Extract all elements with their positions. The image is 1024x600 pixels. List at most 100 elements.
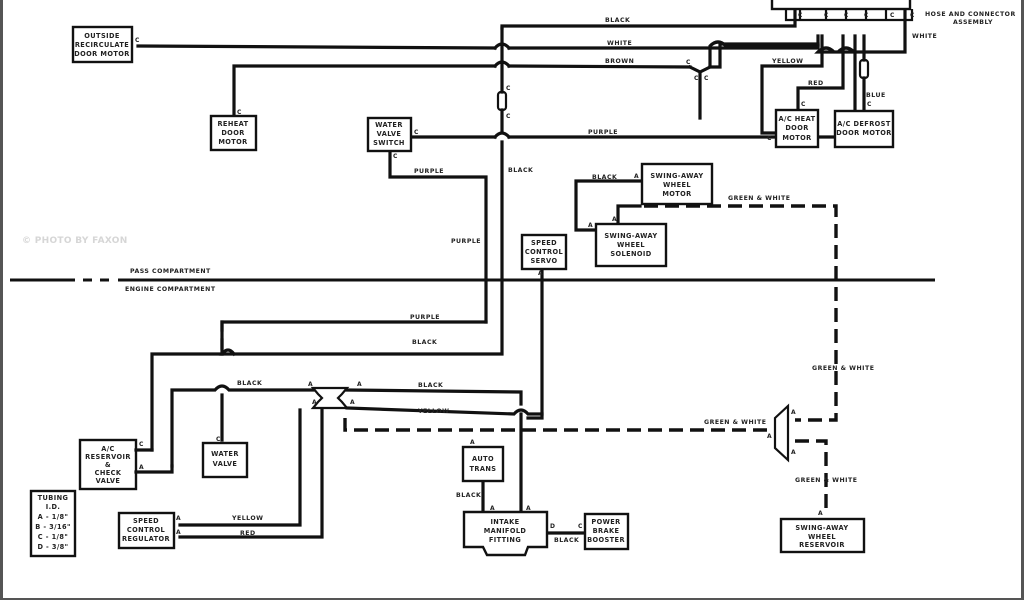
svg-text:SPEED: SPEED <box>531 239 557 247</box>
svg-text:ASSEMBLY: ASSEMBLY <box>953 19 993 26</box>
hose-solenoid-up <box>616 204 642 224</box>
label-white-right: WHITE <box>912 33 937 40</box>
svg-text:SERVO: SERVO <box>531 257 558 265</box>
svg-text:C: C <box>704 75 709 82</box>
svg-text:OUTSIDE: OUTSIDE <box>84 32 120 40</box>
label-black-center: BLACK <box>418 382 443 389</box>
component-water-valve: WATER VALVE <box>201 441 249 479</box>
hose-servo <box>526 268 544 420</box>
svg-text:WHEEL: WHEEL <box>808 533 836 541</box>
svg-text:C: C <box>694 75 699 82</box>
hoses <box>136 8 907 539</box>
hose-color-labels: BLACK WHITE BROWN PURPLE WHITE YELLOW RE… <box>231 17 937 544</box>
svg-text:I.D.: I.D. <box>46 503 61 511</box>
svg-text:A: A <box>357 381 362 388</box>
label-black-auto: BLACK <box>456 492 481 499</box>
label-purple-top: PURPLE <box>588 129 618 136</box>
label-black-left: BLACK <box>237 380 262 387</box>
component-reheat-door-motor: REHEAT DOOR MOTOR <box>209 114 258 152</box>
svg-text:CONTROL: CONTROL <box>525 248 564 256</box>
svg-text:C: C <box>393 153 398 160</box>
svg-text:&: & <box>105 461 111 469</box>
t-fitting <box>687 40 820 120</box>
tubing-id-legend: TUBING I.D. A - 1/8" B - 3/16" C - 1/8" … <box>29 489 77 558</box>
svg-text:A: A <box>176 529 181 536</box>
cross-fitting <box>310 386 350 410</box>
label-purple-eng: PURPLE <box>410 314 440 321</box>
component-outside-recirculate-door-motor: OUTSIDE RECIRCULATE DOOR MOTOR <box>71 25 134 64</box>
hose-black-left <box>170 384 315 468</box>
hose-red-reg <box>178 408 324 539</box>
svg-text:C: C <box>506 113 511 120</box>
svg-text:C: C <box>864 12 869 19</box>
svg-text:WHEEL: WHEEL <box>617 241 645 249</box>
svg-text:TUBING: TUBING <box>38 494 69 502</box>
compartment-divider: PASS COMPARTMENT ENGINE COMPARTMENT <box>10 268 935 293</box>
svg-text:CONTROL: CONTROL <box>127 526 166 534</box>
hose-white-top <box>136 34 820 50</box>
component-hose-connector-assembly: C C C C C C HOSE AND CONNECTOR ASSEMBLY <box>770 0 1015 26</box>
label-purple-mid2: PURPLE <box>451 238 481 245</box>
svg-text:A: A <box>791 409 796 416</box>
svg-text:DOOR: DOOR <box>785 124 808 132</box>
component-ac-heat-door-motor: A/C HEAT DOOR MOTOR <box>774 108 820 149</box>
svg-text:AUTO: AUTO <box>472 455 494 463</box>
svg-text:DOOR MOTOR: DOOR MOTOR <box>836 129 891 137</box>
label-yellow-top: YELLOW <box>771 58 803 65</box>
label-blue: BLUE <box>866 92 886 99</box>
svg-text:POWER: POWER <box>591 518 620 526</box>
inline-fitting-blue <box>858 58 870 80</box>
svg-text:RESERVOIR: RESERVOIR <box>799 541 845 549</box>
label-black-mid: BLACK <box>508 167 533 174</box>
svg-text:C: C <box>139 441 144 448</box>
component-power-brake-booster: POWER BRAKE BOOSTER <box>583 512 630 551</box>
label-red-reg: RED <box>240 530 256 537</box>
svg-text:SWING-AWAY: SWING-AWAY <box>650 172 703 180</box>
svg-text:SWING-AWAY: SWING-AWAY <box>604 232 657 240</box>
label-green-white-top: GREEN & WHITE <box>728 195 790 202</box>
hose-reservoir-a <box>134 464 174 474</box>
check-valve-symbol <box>773 403 790 463</box>
svg-text:VALVE: VALVE <box>213 460 238 468</box>
svg-text:VALVE: VALVE <box>96 477 121 485</box>
component-ac-defrost-door-motor: A/C DEFROST DOOR MOTOR <box>833 109 895 149</box>
svg-text:A: A <box>312 399 317 406</box>
svg-text:C: C <box>686 59 691 66</box>
hose-yellow <box>760 34 824 135</box>
component-swing-away-wheel-motor: SWING-AWAY WHEEL MOTOR <box>640 162 714 206</box>
hose-black-top <box>500 8 797 30</box>
svg-text:C: C <box>844 12 849 19</box>
svg-text:A: A <box>634 173 639 180</box>
svg-text:BOOSTER: BOOSTER <box>587 536 625 544</box>
svg-text:C: C <box>506 85 511 92</box>
svg-text:A: A <box>767 433 772 440</box>
svg-text:WATER: WATER <box>211 450 239 458</box>
port-letters: C C C C C C C C C C C C A A A A C A C A … <box>135 37 872 536</box>
svg-text:C: C <box>135 37 140 44</box>
svg-text:C: C <box>578 523 583 530</box>
svg-text:SWING-AWAY: SWING-AWAY <box>795 524 848 532</box>
svg-text:A/C: A/C <box>101 445 115 453</box>
svg-text:RESERVOIR: RESERVOIR <box>85 453 131 461</box>
hose-red <box>796 34 845 110</box>
svg-text:A: A <box>308 381 313 388</box>
hose-black-main <box>218 26 504 357</box>
svg-text:TRANS: TRANS <box>470 465 497 473</box>
watermark: © PHOTO BY FAXON <box>22 236 128 246</box>
svg-text:VALVE: VALVE <box>377 130 402 138</box>
svg-text:REHEAT: REHEAT <box>217 120 248 128</box>
svg-text:MOTOR: MOTOR <box>782 134 811 142</box>
hose-black-center <box>345 388 523 406</box>
component-speed-control-servo: SPEED CONTROL SERVO <box>520 233 568 271</box>
svg-text:C: C <box>414 129 419 136</box>
component-swing-away-wheel-solenoid: SWING-AWAY WHEEL SOLENOID <box>594 222 668 268</box>
svg-text:A: A <box>526 505 531 512</box>
label-black-swing: BLACK <box>592 174 617 181</box>
hose-black-eng <box>150 352 224 452</box>
svg-text:C: C <box>824 12 829 19</box>
component-speed-control-regulator: SPEED CONTROL REGULATOR <box>117 511 176 550</box>
svg-text:C: C <box>801 101 806 108</box>
svg-text:MOTOR: MOTOR <box>662 190 691 198</box>
svg-text:A: A <box>470 439 475 446</box>
tubing-entry: B - 3/16" <box>35 523 71 531</box>
